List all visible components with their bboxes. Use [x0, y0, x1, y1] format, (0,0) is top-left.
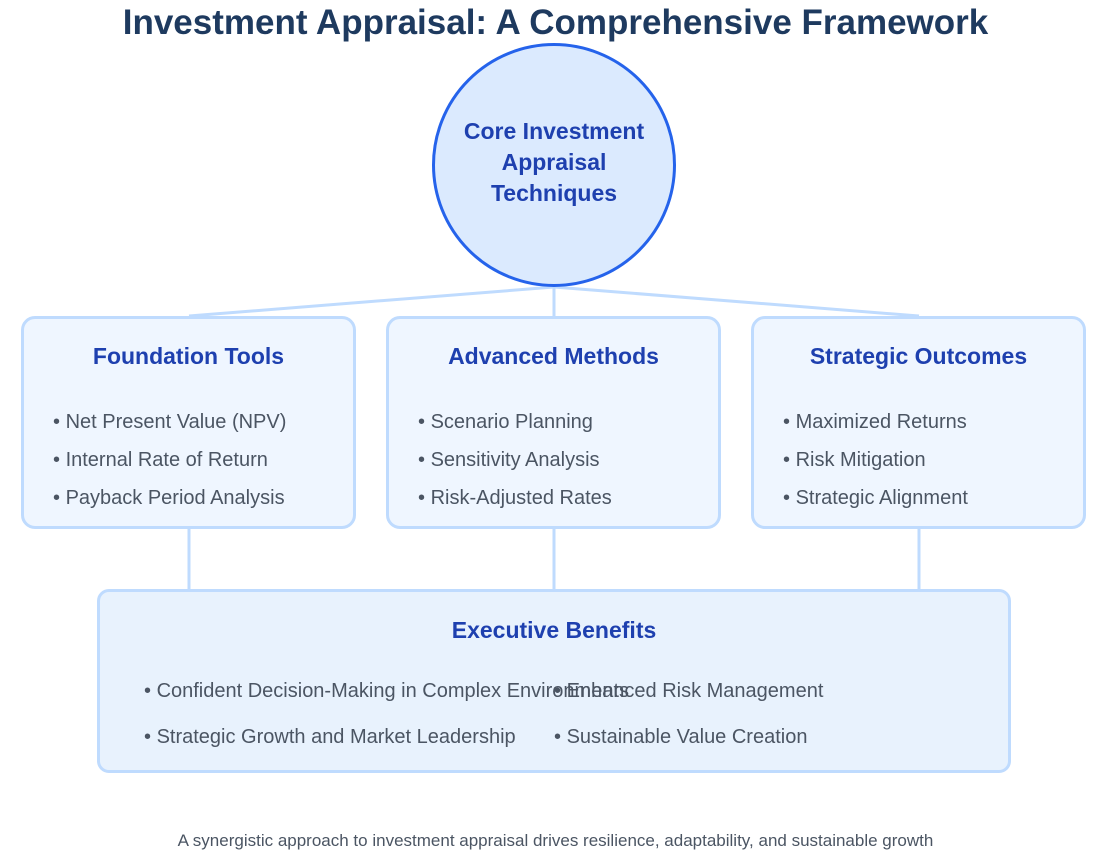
page-title: Investment Appraisal: A Comprehensive Fr…: [122, 3, 989, 42]
benefit-item: Enhanced Risk Management: [554, 679, 824, 703]
list-item: Payback Period Analysis: [53, 479, 286, 517]
executive-benefits-box: Executive Benefits Confident Decision-Ma…: [97, 589, 1011, 773]
core-techniques-label: Core Investment Appraisal Techniques: [463, 117, 645, 206]
connector-core-foundation: [188, 285, 555, 318]
core-techniques-node: Core Investment Appraisal Techniques: [432, 43, 676, 287]
card-title: Advanced Methods: [448, 343, 659, 369]
card-title: Strategic Outcomes: [809, 343, 1028, 369]
footer-caption: A synergistic approach to investment app…: [177, 831, 934, 850]
list-item: Sensitivity Analysis: [418, 441, 612, 479]
list-item: Internal Rate of Return: [53, 441, 286, 479]
list-item: Risk-Adjusted Rates: [418, 479, 612, 517]
list-item: Maximized Returns: [783, 403, 968, 441]
benefit-item: Strategic Growth and Market Leadership: [144, 725, 516, 749]
list-item: Risk Mitigation: [783, 441, 968, 479]
list-item: Scenario Planning: [418, 403, 612, 441]
benefit-item: Confident Decision-Making in Complex Env…: [144, 679, 629, 703]
card-title: Foundation Tools: [92, 343, 285, 369]
list-item: Net Present Value (NPV): [53, 403, 287, 441]
foundation-tools-card: Foundation Tools Net Present Value (NPV)…: [21, 316, 356, 529]
connector-core-strategic: [553, 285, 920, 318]
card-item-list: Maximized Returns Risk Mitigation Strate…: [783, 403, 968, 517]
card-item-list: Net Present Value (NPV) Internal Rate of…: [53, 403, 287, 517]
advanced-methods-card: Advanced Methods Scenario Planning Sensi…: [386, 316, 721, 529]
strategic-outcomes-card: Strategic Outcomes Maximized Returns Ris…: [751, 316, 1086, 529]
benefit-item: Sustainable Value Creation: [554, 725, 808, 749]
list-item: Strategic Alignment: [783, 479, 968, 517]
executive-benefits-title: Executive Benefits: [451, 617, 657, 643]
card-item-list: Scenario Planning Sensitivity Analysis R…: [418, 403, 612, 517]
